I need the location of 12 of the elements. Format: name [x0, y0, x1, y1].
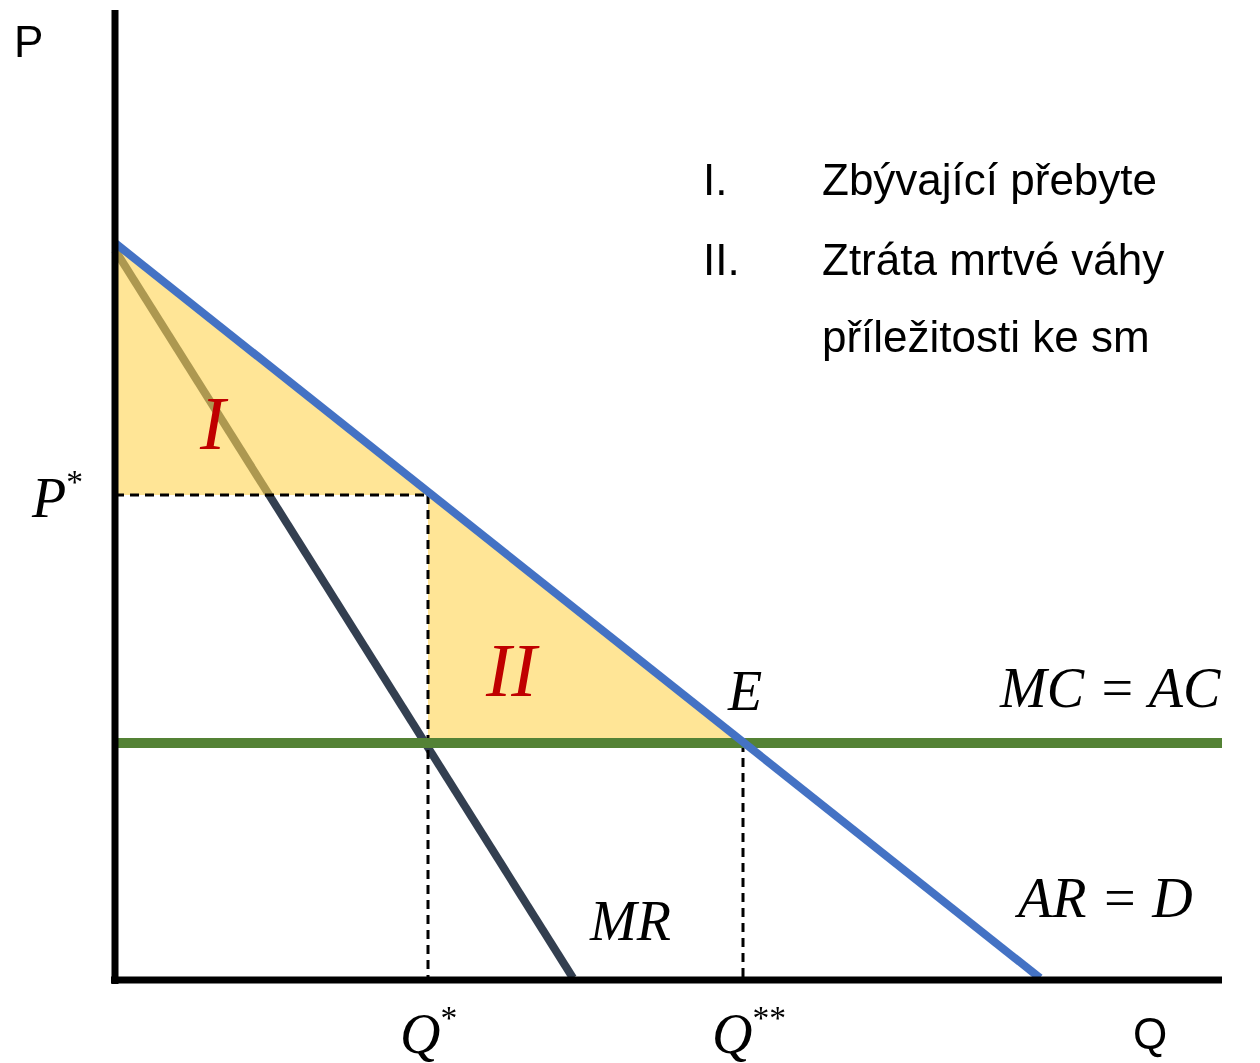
list-marker: II. [703, 238, 740, 282]
list-marker: I. [703, 158, 728, 202]
curve-label: MR [590, 893, 671, 949]
legend-text: Zbývající přebyte [822, 158, 1158, 202]
axis-label: Q [1133, 1012, 1168, 1056]
axis-label: P [14, 20, 44, 64]
tick-label: Q$^{*}$ [400, 1006, 458, 1062]
tick-label: Q$^{**}$ [712, 1006, 787, 1062]
curve-label: MC = AC [1000, 660, 1221, 716]
tick-label: P$^{*}$ [32, 470, 83, 526]
point-label: E [728, 663, 763, 719]
legend-text: Ztráta mrtvé váhy příležitosti ke sm [822, 234, 1166, 363]
